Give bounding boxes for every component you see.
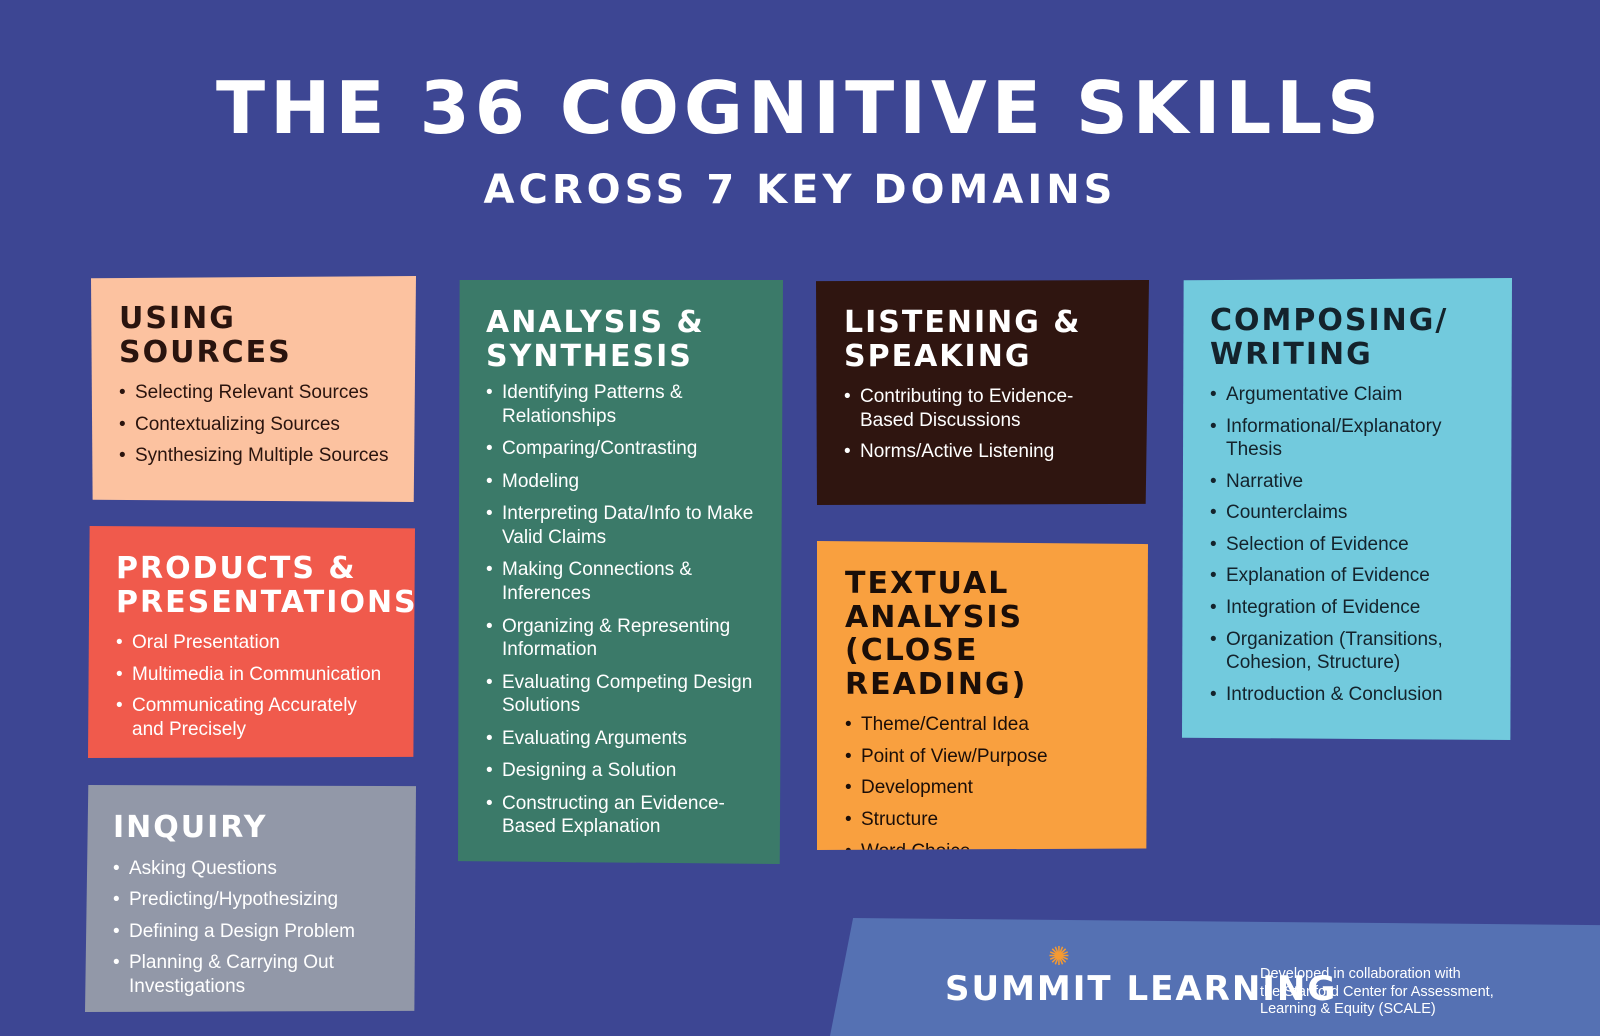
skill-item: Introduction & Conclusion	[1210, 683, 1486, 707]
skill-item: Asking Questions	[113, 857, 390, 881]
skill-item: Designing a Solution	[486, 759, 757, 783]
sun-burst-icon: ✺	[1048, 942, 1070, 972]
skill-item: Evaluating Competing Design Solutions	[486, 671, 757, 718]
domain-title: Inquiry	[113, 810, 268, 845]
skill-item: Development	[845, 776, 1122, 800]
domain-card-listening-speaking: Listening & Speaking Contributing to Evi…	[816, 280, 1149, 505]
skill-item: Theme/Central Idea	[845, 713, 1122, 737]
domain-title: Listening & Speaking	[844, 305, 1082, 374]
skill-item: Multimedia in Communication	[116, 663, 389, 687]
skill-list: Asking Questions Predicting/Hypothesizin…	[113, 857, 390, 999]
skill-item: Identifying Patterns & Relationships	[486, 381, 757, 428]
summit-learning-logo: Summit Learning	[945, 969, 1338, 1009]
skill-item: Oral Presentation	[116, 631, 389, 655]
skill-list: Theme/Central Idea Point of View/Purpose…	[845, 713, 1122, 850]
skill-item: Contributing to Evidence-Based Discussio…	[844, 385, 1123, 432]
domain-title: Textual Analysis (Close Reading)	[845, 566, 1028, 702]
page-title: The 36 Cognitive Skills	[216, 66, 1384, 150]
skill-item: Word Choice	[845, 840, 1122, 850]
domain-card-products-presentations: Products & Presentations Oral Presentati…	[88, 526, 415, 758]
domain-card-analysis-synthesis: Analysis & Synthesis Identifying Pattern…	[458, 280, 783, 864]
skill-item: Integration of Evidence	[1210, 596, 1486, 620]
skill-list: Identifying Patterns & Relationships Com…	[486, 381, 757, 839]
domain-card-inquiry: Inquiry Asking Questions Predicting/Hypo…	[85, 785, 416, 1012]
skill-item: Communicating Accurately and Precisely	[116, 694, 389, 741]
skill-item: Modeling	[486, 470, 757, 494]
domain-card-composing-writing: Composing/ Writing Argumentative Claim I…	[1182, 278, 1512, 740]
skill-item: Explanation of Evidence	[1210, 564, 1486, 588]
skill-item: Structure	[845, 808, 1122, 832]
skill-item: Point of View/Purpose	[845, 745, 1122, 769]
skill-item: Norms/Active Listening	[844, 440, 1123, 464]
skill-list: Contributing to Evidence-Based Discussio…	[844, 385, 1123, 464]
skill-list: Oral Presentation Multimedia in Communic…	[116, 631, 389, 741]
skill-item: Synthesizing Multiple Sources	[119, 444, 390, 468]
skill-item: Constructing an Evidence-Based Explanati…	[486, 792, 757, 839]
skill-item: Selection of Evidence	[1210, 533, 1486, 557]
collaboration-credit: Developed in collaboration with the Stan…	[1260, 966, 1560, 1019]
skill-item: Narrative	[1210, 470, 1486, 494]
skill-item: Argumentative Claim	[1210, 383, 1486, 407]
skill-item: Defining a Design Problem	[113, 920, 390, 944]
domain-title: Using Sources	[119, 301, 292, 370]
skill-item: Planning & Carrying Out Investigations	[113, 951, 390, 998]
skill-list: Selecting Relevant Sources Contextualizi…	[119, 381, 390, 468]
skill-list: Argumentative Claim Informational/Explan…	[1210, 383, 1486, 706]
domain-title: Products & Presentations	[116, 551, 418, 620]
credit-line: Learning & Equity (SCALE)	[1260, 1001, 1436, 1018]
skill-item: Predicting/Hypothesizing	[113, 888, 390, 912]
skill-item: Organizing & Representing Information	[486, 615, 757, 662]
domain-card-textual-analysis: Textual Analysis (Close Reading) Theme/C…	[817, 541, 1148, 850]
skill-item: Counterclaims	[1210, 501, 1486, 525]
domain-title: Analysis & Synthesis	[486, 305, 705, 374]
skill-item: Organization (Transitions, Cohesion, Str…	[1210, 628, 1486, 675]
skill-item: Making Connections & Inferences	[486, 558, 757, 605]
credit-line: the Stanford Center for Assessment,	[1260, 983, 1494, 1000]
skill-item: Evaluating Arguments	[486, 727, 757, 751]
domain-card-using-sources: Using Sources Selecting Relevant Sources…	[91, 276, 416, 502]
skill-item: Interpreting Data/Info to Make Valid Cla…	[486, 502, 757, 549]
skill-item: Comparing/Contrasting	[486, 437, 757, 461]
footer-band	[830, 918, 1600, 1036]
skill-item: Selecting Relevant Sources	[119, 381, 390, 405]
domain-title: Composing/ Writing	[1210, 303, 1449, 372]
credit-line: Developed in collaboration with	[1260, 966, 1461, 982]
skill-item: Informational/Explanatory Thesis	[1210, 415, 1486, 462]
page-subtitle: Across 7 Key Domains	[483, 167, 1117, 213]
skill-item: Contextualizing Sources	[119, 413, 390, 437]
